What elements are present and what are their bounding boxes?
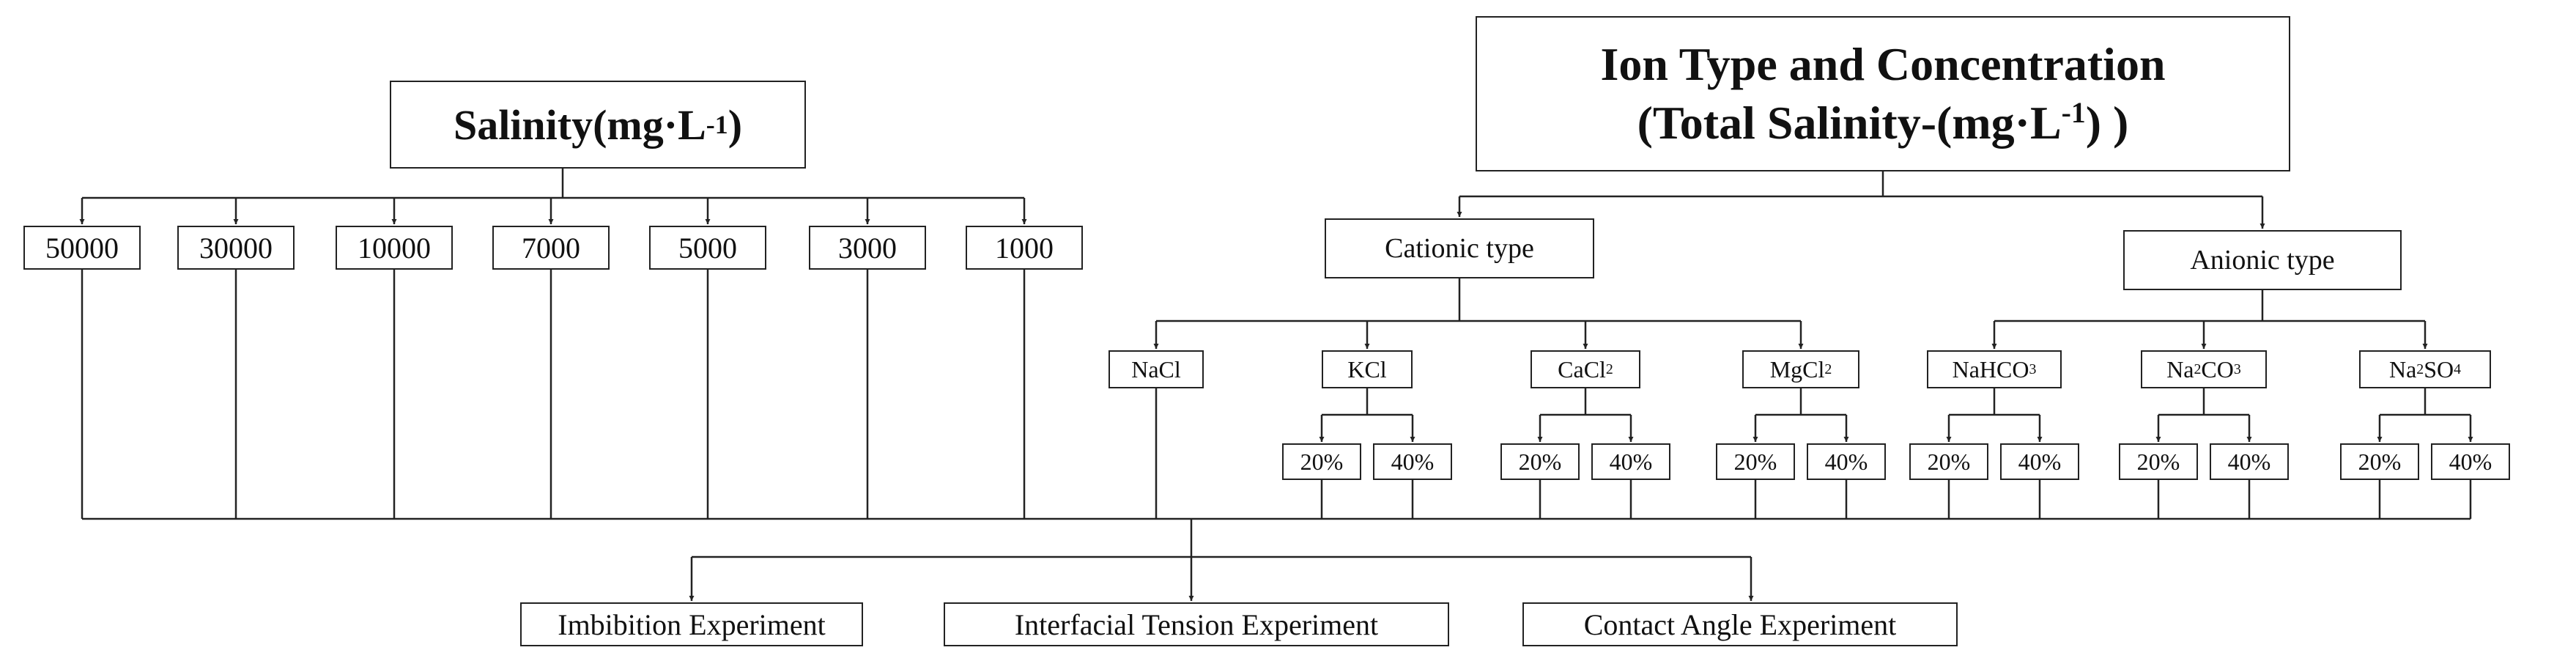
ion-title-line2-pre: (Total Salinity-(mg·L [1637, 97, 2062, 149]
salt-formula-box: KCl [1322, 350, 1413, 388]
ion-title-line2-post: ) ) [2085, 97, 2129, 149]
ratio-box: 20% [1909, 443, 1988, 480]
formula-text: Na [2166, 355, 2194, 383]
ratio-box: 40% [1807, 443, 1886, 480]
salinity-value-box: 7000 [492, 226, 610, 270]
ratio-box: 40% [2000, 443, 2079, 480]
ratio-box: 40% [1591, 443, 1670, 480]
formula-text: CaCl [1558, 355, 1606, 383]
formula-text: SO [2424, 355, 2454, 383]
salinity-title-main: Salinity(mg·L [453, 100, 706, 149]
ratio-box: 20% [2340, 443, 2419, 480]
salinity-value-box: 3000 [809, 226, 926, 270]
salinity-value-box: 30000 [177, 226, 295, 270]
cationic-type-box: Cationic type [1325, 218, 1594, 278]
ratio-box: 20% [1500, 443, 1580, 480]
interfacial-tension-experiment-box: Interfacial Tension Experiment [944, 602, 1449, 646]
salinity-title: Salinity(mg·L-1) [390, 81, 806, 169]
formula-text: NaHCO [1952, 355, 2029, 383]
ratio-box: 20% [1716, 443, 1795, 480]
salinity-value-box: 50000 [23, 226, 141, 270]
ratio-box: 40% [2431, 443, 2510, 480]
imbibition-experiment-box: Imbibition Experiment [520, 602, 863, 646]
salt-formula-box: NaCl [1109, 350, 1204, 388]
formula-text: NaCl [1131, 355, 1181, 383]
ion-title-exponent: -1 [2061, 97, 2086, 130]
salinity-value-box: 10000 [336, 226, 453, 270]
contact-angle-experiment-box: Contact Angle Experiment [1522, 602, 1958, 646]
ion-title-line2: (Total Salinity-(mg·L-1) ) [1637, 94, 2129, 152]
ion-type-title: Ion Type and Concentration (Total Salini… [1476, 16, 2290, 171]
salinity-value-box: 1000 [966, 226, 1083, 270]
salinity-value-box: 5000 [649, 226, 766, 270]
formula-text: MgCl [1769, 355, 1825, 383]
ratio-box: 20% [2119, 443, 2198, 480]
formula-text: Na [2388, 355, 2417, 383]
formula-text: KCl [1347, 355, 1387, 383]
anionic-type-box: Anionic type [2123, 230, 2402, 290]
ratio-box: 40% [2210, 443, 2289, 480]
ratio-box: 20% [1282, 443, 1361, 480]
formula-text: CO [2201, 355, 2234, 383]
ion-title-line1: Ion Type and Concentration [1600, 38, 2166, 90]
salinity-title-close: ) [728, 100, 743, 149]
ratio-box: 40% [1373, 443, 1452, 480]
